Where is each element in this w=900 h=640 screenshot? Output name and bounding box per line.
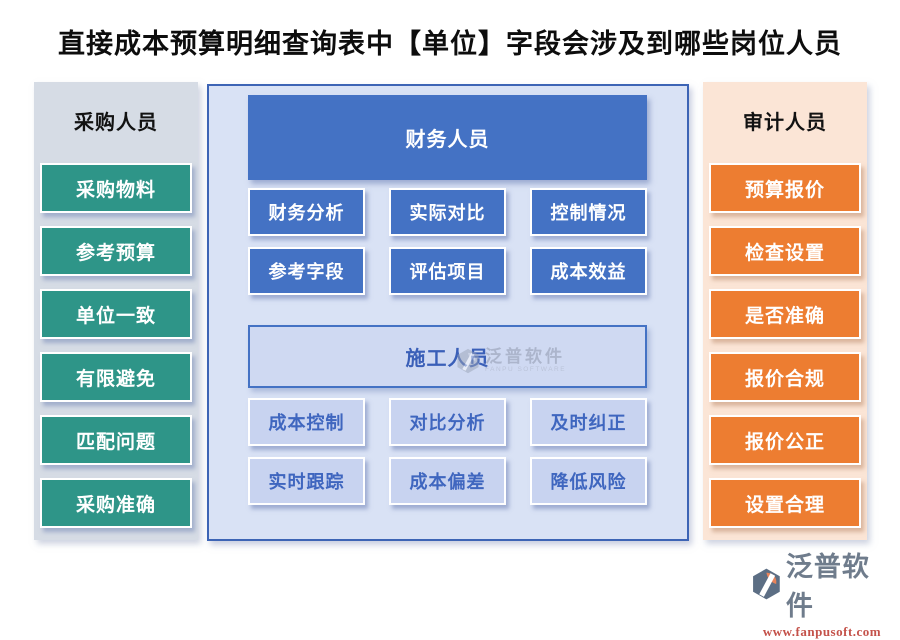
finance-item: 财务分析 [248,188,365,236]
finance-item: 控制情况 [530,188,647,236]
construction-item: 对比分析 [389,398,506,446]
audit-item: 报价公正 [709,415,861,465]
finance-items: 财务分析 实际对比 控制情况 参考字段 评估项目 成本效益 [248,188,649,295]
purchasing-panel: 采购人员 采购物料 参考预算 单位一致 有限避免 匹配问题 采购准确 [34,82,198,540]
page-title: 直接成本预算明细查询表中【单位】字段会涉及到哪些岗位人员 [58,29,842,59]
fanpu-logo-url: www.fanpusoft.com [762,624,882,639]
construction-item: 及时纠正 [530,398,647,446]
fanpu-logo-name: 泛普软件 [785,552,870,621]
construction-header: 施工人员 [248,325,647,388]
audit-header: 审计人员 [743,112,827,134]
center-panel: 财务人员 财务分析 实际对比 控制情况 参考字段 评估项目 成本效益 施工人员 … [207,84,689,541]
fanpu-logo-icon [753,568,780,600]
purchasing-header: 采购人员 [74,112,158,134]
audit-item: 是否准确 [709,289,861,339]
construction-item: 实时跟踪 [248,457,365,505]
audit-item: 检查设置 [709,226,861,276]
purchasing-item: 匹配问题 [40,415,192,465]
finance-item: 评估项目 [389,247,506,295]
purchasing-items: 采购物料 参考预算 单位一致 有限避免 匹配问题 采购准确 [40,163,192,528]
audit-item: 报价合规 [709,352,861,402]
purchasing-item: 单位一致 [40,289,192,339]
finance-item: 实际对比 [389,188,506,236]
audit-item: 设置合理 [709,478,861,528]
purchasing-item: 有限避免 [40,352,192,402]
purchasing-item: 参考预算 [40,226,192,276]
audit-items: 预算报价 检查设置 是否准确 报价合规 报价公正 设置合理 [709,163,861,528]
construction-item: 成本偏差 [389,457,506,505]
fanpu-footer-logo: 泛普软件 www.fanpusoft.com [750,545,894,640]
finance-item: 成本效益 [530,247,647,295]
audit-item: 预算报价 [709,163,861,213]
construction-item: 成本控制 [248,398,365,446]
purchasing-item: 采购准确 [40,478,192,528]
construction-items: 成本控制 对比分析 及时纠正 实时跟踪 成本偏差 降低风险 [248,398,649,505]
finance-item: 参考字段 [248,247,365,295]
audit-panel: 审计人员 预算报价 检查设置 是否准确 报价合规 报价公正 设置合理 [703,82,867,540]
purchasing-item: 采购物料 [40,163,192,213]
construction-item: 降低风险 [530,457,647,505]
finance-header: 财务人员 [248,95,647,180]
